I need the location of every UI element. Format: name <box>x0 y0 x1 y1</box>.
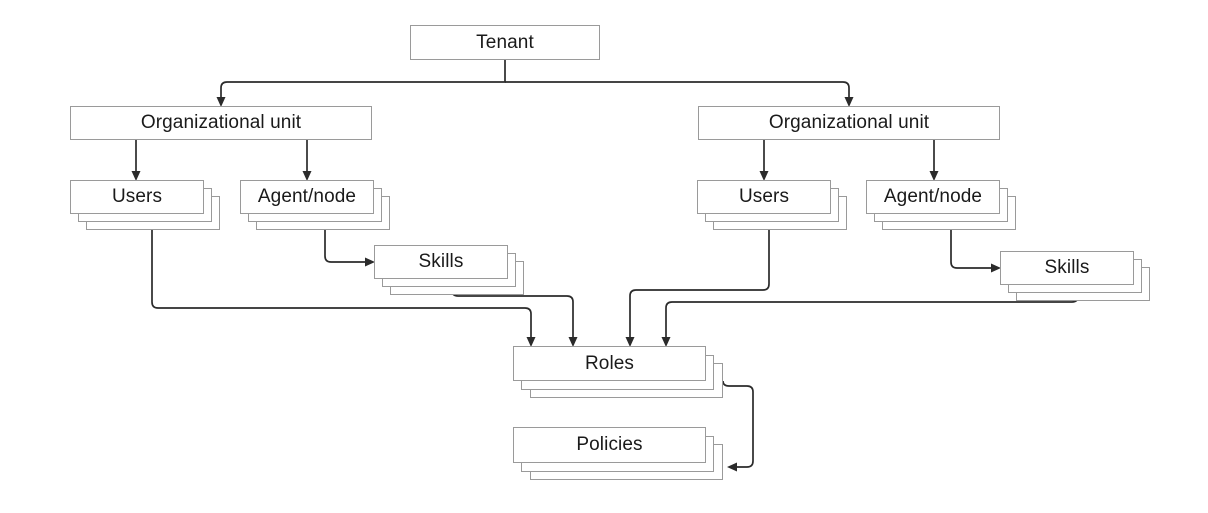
node-label-users-right: Users <box>738 186 790 207</box>
node-organizational-unit-left[interactable]: Organizational unit <box>70 106 372 140</box>
node-users-right[interactable]: Users <box>697 180 831 214</box>
node-label-policies: Policies <box>576 434 643 455</box>
node-label-roles: Roles <box>584 352 635 374</box>
node-skills-right[interactable]: Skills <box>1000 251 1134 285</box>
node-agent-node-right[interactable]: Agent/node <box>866 180 1000 214</box>
edge-agent-right-to-skills-right <box>950 230 1001 273</box>
edge-roles-to-policies <box>722 380 754 472</box>
node-tenant[interactable]: Tenant <box>410 25 600 60</box>
edge-tenant-to-ou-right <box>505 81 854 107</box>
node-skills-left[interactable]: Skills <box>374 245 508 279</box>
node-policies[interactable]: Policies <box>513 427 706 463</box>
edge-users-right-to-roles <box>625 230 770 347</box>
node-label-skills-left: Skills <box>418 251 464 272</box>
edge-ou-left-to-users-left <box>131 140 141 181</box>
node-label-agent-node-right: Agent/node <box>883 186 983 207</box>
node-label-skills-right: Skills <box>1044 257 1090 278</box>
node-roles[interactable]: Roles <box>513 346 706 381</box>
edge-skills-right-to-roles <box>661 295 1079 347</box>
edge-ou-right-to-agent-right <box>929 140 939 181</box>
edge-tenant-to-ou-left <box>216 60 506 107</box>
edge-agent-left-to-skills-left <box>324 230 375 267</box>
node-users-left[interactable]: Users <box>70 180 204 214</box>
edge-ou-left-to-agent-left <box>302 140 312 181</box>
node-label-agent-node-left: Agent/node <box>257 186 357 207</box>
node-label-tenant: Tenant <box>476 31 534 53</box>
edge-skills-left-to-roles <box>451 289 578 347</box>
edge-ou-right-to-users-right <box>759 140 769 181</box>
node-agent-node-left[interactable]: Agent/node <box>240 180 374 214</box>
node-label-users-left: Users <box>111 186 163 207</box>
node-label-organizational-unit-right: Organizational unit <box>768 112 930 133</box>
node-label-organizational-unit-left: Organizational unit <box>140 112 302 133</box>
node-organizational-unit-right[interactable]: Organizational unit <box>698 106 1000 140</box>
